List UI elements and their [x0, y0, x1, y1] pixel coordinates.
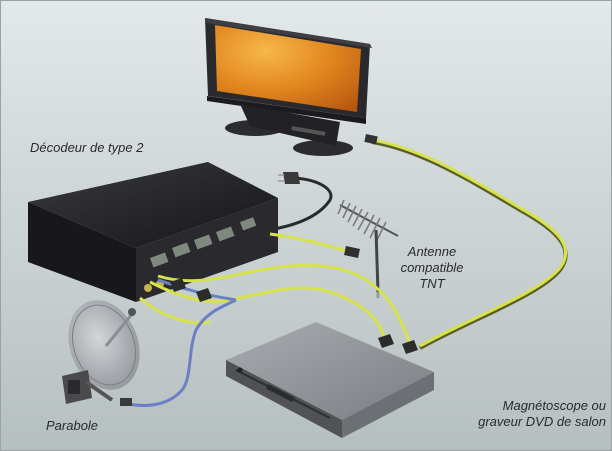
- decoder-loop-cable: [138, 296, 211, 325]
- dish-label: Parabole: [46, 418, 99, 433]
- antenna-cable: [269, 232, 351, 254]
- tv-scart-plug: [364, 134, 378, 145]
- satellite-dish: [62, 300, 140, 404]
- decoder-label: Décodeur de type 2: [30, 140, 144, 155]
- decoder-vcr-cable-2: [157, 263, 412, 345]
- power-cable: [267, 176, 333, 232]
- vcr-label-line: Magnétoscope ou: [502, 398, 606, 413]
- antenna-label-line: Antenne: [407, 244, 457, 259]
- tv: [205, 18, 372, 156]
- antenna-label-line: compatible: [400, 260, 464, 275]
- dish-cable: [127, 298, 237, 407]
- decoder-vcr-cable-1: [149, 280, 386, 339]
- antenna-label: Antenne compatible TNT: [396, 244, 468, 292]
- vcr-label-line: graveur DVD de salon: [478, 414, 606, 429]
- tv-scart-cable: [371, 138, 568, 348]
- antenna: [337, 199, 399, 298]
- vcr: [226, 322, 434, 438]
- decoder: [28, 162, 278, 302]
- power-plug: [283, 172, 300, 184]
- vcr-label: Magnétoscope ou graveur DVD de salon: [396, 398, 606, 430]
- antenna-label-line: TNT: [419, 276, 445, 291]
